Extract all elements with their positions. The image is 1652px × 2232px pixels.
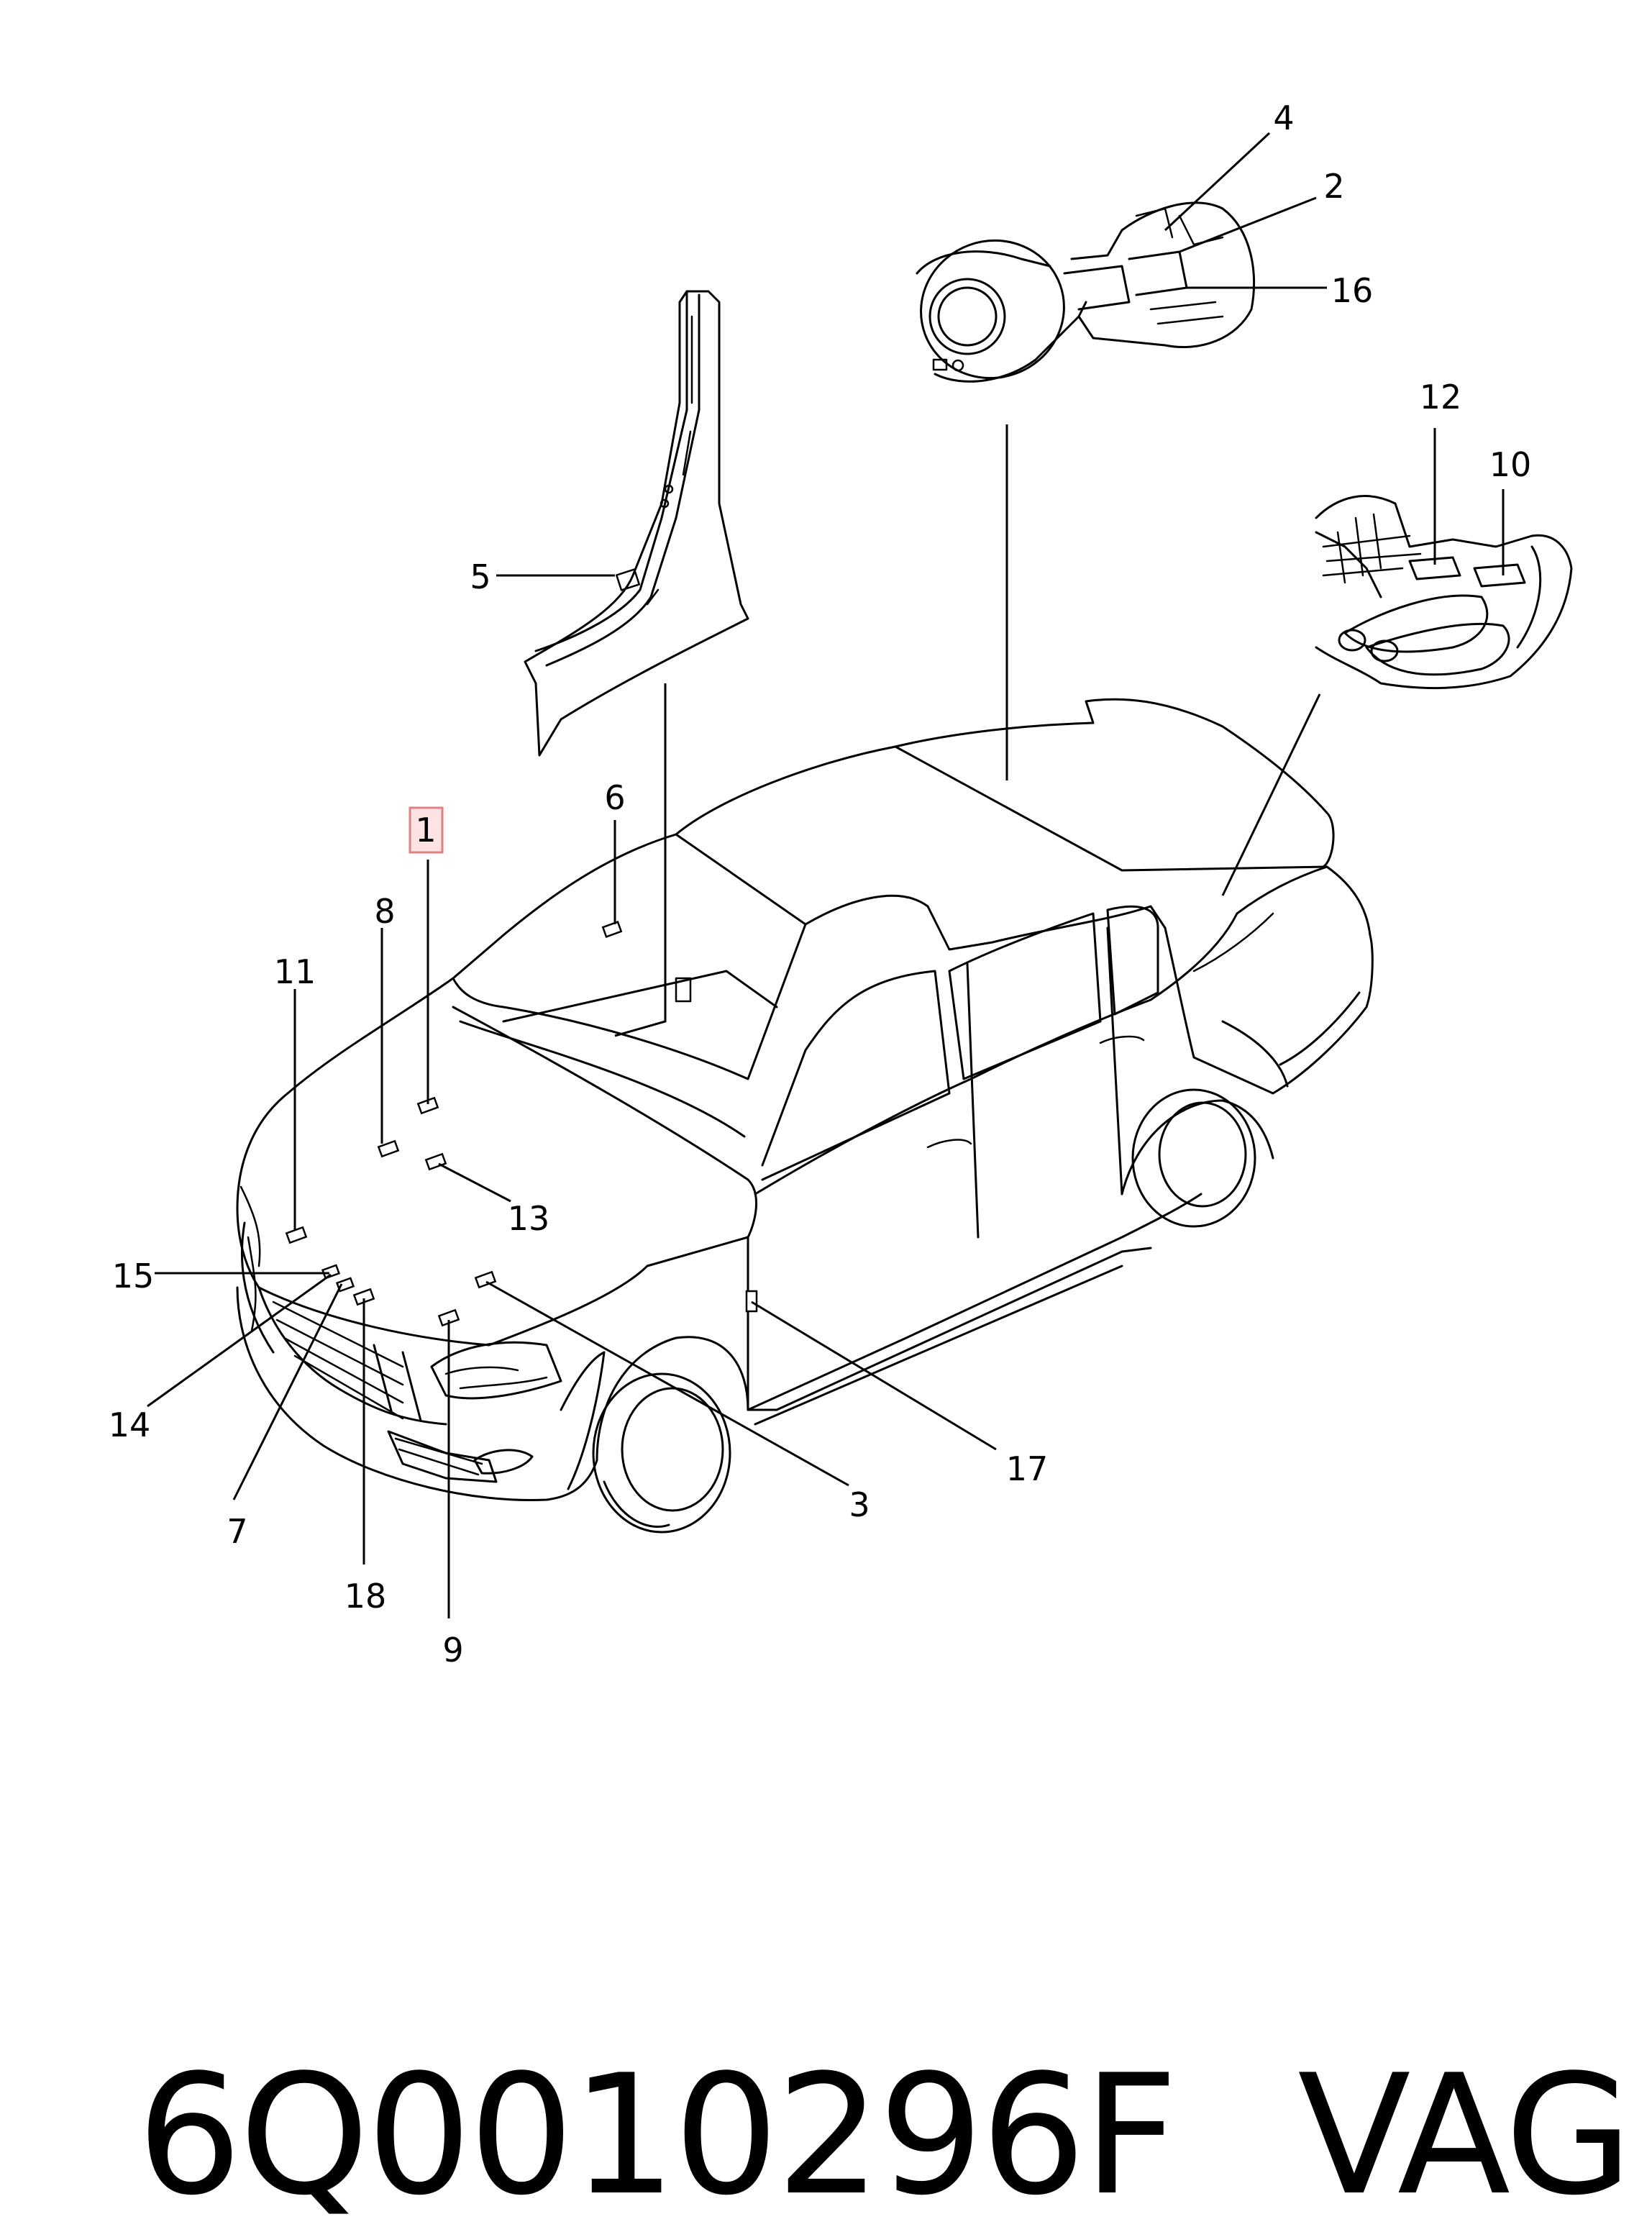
callout-6[interactable]: 6	[604, 778, 625, 817]
callout-11[interactable]: 11	[274, 952, 316, 991]
callout-1-highlight	[409, 806, 444, 854]
rear-floor-detail-drawing	[1221, 495, 1573, 896]
brand-name: VAG	[1297, 2040, 1633, 2232]
callout-14[interactable]: 14	[109, 1406, 151, 1444]
car-body-drawing	[236, 698, 1374, 1534]
fuel-flap-detail-drawing	[916, 201, 1256, 780]
callout-8[interactable]: 8	[374, 892, 395, 931]
part-caption: 6Q0010296F VAG	[37, 1856, 1633, 2230]
parts-diagram: 1 2 3 4 5 6 7 8 9 10 11 12 13 14 15 16 1…	[109, 99, 1573, 1670]
callout-15[interactable]: 15	[112, 1257, 155, 1295]
callout-7[interactable]: 7	[227, 1512, 247, 1551]
callout-numbers: 1 2 3 4 5 6 7 8 9 10 11 12 13 14 15 16 1…	[109, 99, 1532, 1670]
callout-9[interactable]: 9	[442, 1631, 463, 1670]
callout-3[interactable]: 3	[849, 1485, 870, 1524]
callout-18[interactable]: 18	[344, 1577, 387, 1616]
label-patches	[285, 921, 758, 1327]
callout-12[interactable]: 12	[1420, 378, 1462, 416]
pillar-detail-drawing	[524, 290, 749, 1037]
callout-5[interactable]: 5	[470, 557, 490, 596]
callout-1[interactable]: 1	[415, 811, 436, 849]
callout-4[interactable]: 4	[1273, 99, 1294, 137]
callout-16[interactable]: 16	[1331, 271, 1374, 310]
leader-lines	[147, 132, 1505, 1618]
callout-13[interactable]: 13	[508, 1199, 550, 1238]
callout-2[interactable]: 2	[1323, 167, 1344, 206]
callout-17[interactable]: 17	[1006, 1449, 1049, 1488]
callout-10[interactable]: 10	[1489, 445, 1532, 484]
part-number: 6Q0010296F	[137, 2040, 1178, 2232]
